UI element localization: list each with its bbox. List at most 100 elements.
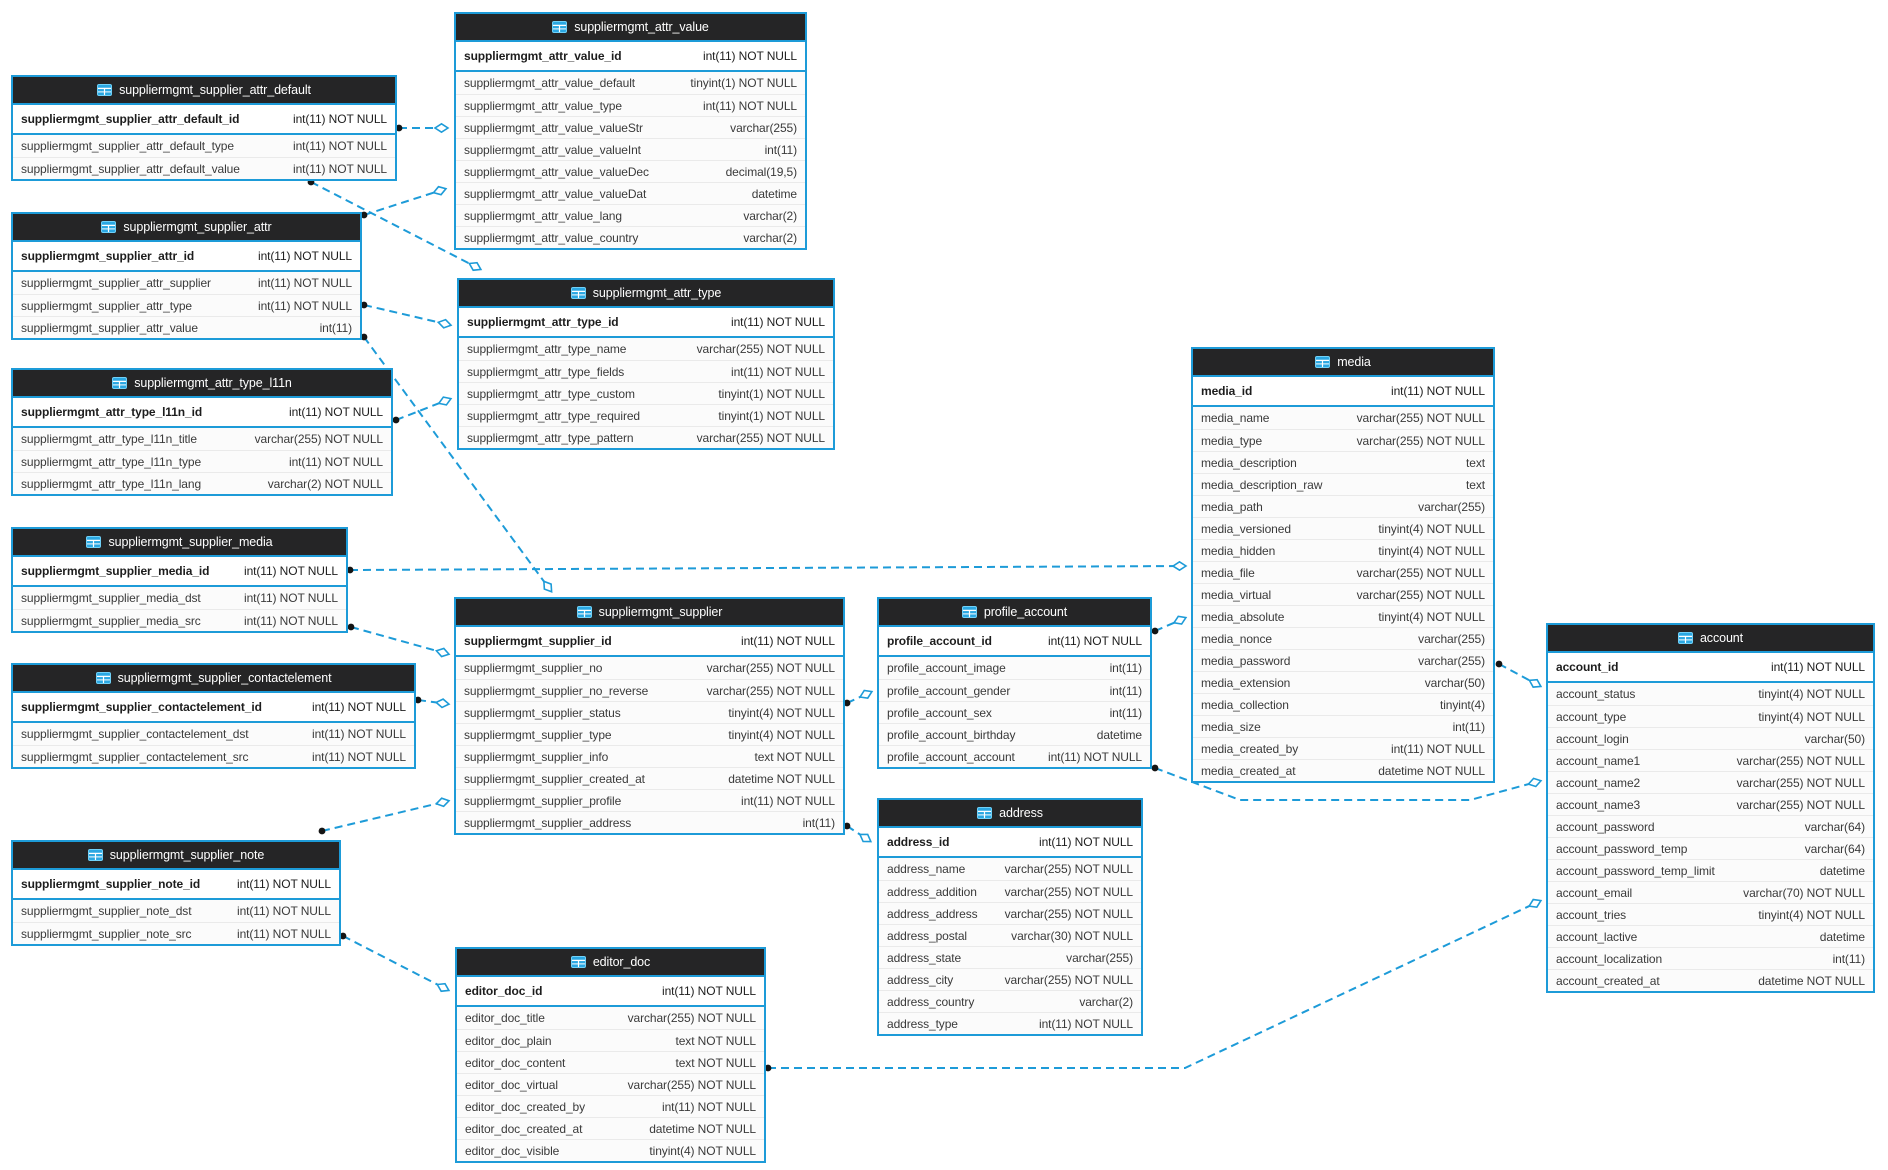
field-name: media_password <box>1201 653 1291 668</box>
field-type: datetime NOT NULL <box>1758 973 1865 988</box>
relationship-suppliermgmt_supplier-profile_account[interactable] <box>843 688 874 707</box>
field-type: varchar(255) NOT NULL <box>1736 797 1865 812</box>
relationship-profile_account-account[interactable] <box>1151 764 1543 801</box>
field-type: decimal(19,5) <box>725 164 798 179</box>
relationship-suppliermgmt_supplier_note-editor_doc[interactable] <box>339 932 451 995</box>
relationship-suppliermgmt_supplier_media-suppliermgmt_supplier[interactable] <box>347 623 451 659</box>
relationship-diamond-end <box>434 797 451 808</box>
relationship-suppliermgmt_supplier-address[interactable] <box>843 822 874 845</box>
table-header[interactable]: suppliermgmt_attr_type_l11n <box>13 370 391 398</box>
table-grid-icon <box>552 21 568 33</box>
table-header[interactable]: suppliermgmt_attr_value <box>456 14 805 42</box>
table-profile_account[interactable]: profile_account profile_account_id int(11)… <box>877 597 1152 769</box>
relationship-suppliermgmt_supplier_attr-suppliermgmt_attr_type[interactable] <box>360 301 453 330</box>
table-header[interactable]: suppliermgmt_attr_type <box>459 280 833 308</box>
relationship-media-account[interactable] <box>1495 660 1543 691</box>
relationship-diamond-end <box>433 122 450 134</box>
field-type: int(11) NOT NULL <box>258 298 352 313</box>
field-type: datetime <box>751 186 797 201</box>
table-header[interactable]: suppliermgmt_supplier_attr_default <box>13 77 395 105</box>
relationship-dot-end <box>414 696 422 704</box>
table-header[interactable]: suppliermgmt_supplier <box>456 599 843 627</box>
field-type: tinyint(4) NOT NULL <box>1758 709 1865 724</box>
field-name: address_address <box>887 906 978 921</box>
table-header[interactable]: editor_doc <box>457 949 764 977</box>
relationship-diamond-end <box>543 580 553 593</box>
field-type: text NOT NULL <box>754 749 835 764</box>
field-name: suppliermgmt_supplier_address <box>464 815 632 830</box>
relationship-suppliermgmt_supplier_note-suppliermgmt_supplier[interactable] <box>318 797 451 835</box>
field-name: suppliermgmt_supplier_type <box>464 727 612 742</box>
table-header[interactable]: suppliermgmt_supplier_media <box>13 529 346 557</box>
field-name: account_id <box>1556 660 1619 674</box>
field-name: media_id <box>1201 384 1253 398</box>
table-suppliermgmt_supplier[interactable]: suppliermgmt_supplier suppliermgmt_suppli… <box>454 597 845 835</box>
field-type: int(11) <box>1832 951 1866 966</box>
field-type: varchar(64) <box>1804 841 1865 856</box>
field-type: tinyint(4) NOT NULL <box>649 1143 756 1158</box>
relationship-suppliermgmt_supplier_contactelement-suppliermgmt_supplier[interactable] <box>414 696 451 709</box>
table-suppliermgmt_supplier_media[interactable]: suppliermgmt_supplier_media suppliermgmt_… <box>11 527 348 633</box>
field-type: int(11) NOT NULL <box>1048 634 1142 648</box>
field-name: account_email <box>1556 885 1633 900</box>
table-header[interactable]: address <box>879 800 1141 828</box>
table-header[interactable]: suppliermgmt_supplier_attr <box>13 214 360 242</box>
relationship-dot-end <box>318 827 326 835</box>
field-type: text NOT NULL <box>675 1033 756 1048</box>
field-name: suppliermgmt_supplier_media_id <box>21 564 210 578</box>
relationship-dot-end <box>1495 660 1503 668</box>
relationship-suppliermgmt_attr_type_l11n-suppliermgmt_attr_type[interactable] <box>392 395 453 424</box>
field-name: suppliermgmt_attr_value_lang <box>464 208 622 223</box>
field-name: profile_account_id <box>887 634 992 648</box>
table-header[interactable]: account <box>1548 625 1873 653</box>
field-type: varchar(255) NOT NULL <box>1356 433 1485 448</box>
field-name: profile_account_image <box>887 661 1006 675</box>
table-header[interactable]: suppliermgmt_supplier_contactelement <box>13 665 414 693</box>
field-type: tinyint(1) NOT NULL <box>690 76 797 90</box>
relationship-suppliermgmt_supplier_attr-suppliermgmt_supplier[interactable] <box>360 333 555 595</box>
relationship-editor_doc-account[interactable] <box>764 897 1543 1072</box>
table-header[interactable]: profile_account <box>879 599 1150 627</box>
field-name: suppliermgmt_supplier_no_reverse <box>464 683 649 698</box>
field-type: tinyint(1) NOT NULL <box>718 386 825 401</box>
field-name: suppliermgmt_supplier_attr_default_value <box>21 161 240 176</box>
field-name: editor_doc_created_by <box>465 1099 585 1114</box>
relationship-suppliermgmt_supplier_attr-suppliermgmt_attr_value[interactable] <box>360 185 448 219</box>
table-header[interactable]: media <box>1193 349 1493 377</box>
field-type: tinyint(1) NOT NULL <box>718 408 825 423</box>
table-header[interactable]: suppliermgmt_supplier_note <box>13 842 339 870</box>
relationship-suppliermgmt_supplier_media-media[interactable] <box>346 560 1188 574</box>
relationship-suppliermgmt_supplier_attr_default-suppliermgmt_attr_value[interactable] <box>395 122 450 134</box>
field-type: int(11) <box>1109 705 1143 720</box>
table-suppliermgmt_attr_value[interactable]: suppliermgmt_attr_value suppliermgmt_attr… <box>454 12 807 250</box>
relationship-suppliermgmt_supplier_attr_default-suppliermgmt_attr_type[interactable] <box>307 178 483 274</box>
relationship-profile_account-media[interactable] <box>1151 614 1188 635</box>
field-type: varchar(255) NOT NULL <box>696 342 825 356</box>
field-name: account_name1 <box>1556 753 1641 768</box>
